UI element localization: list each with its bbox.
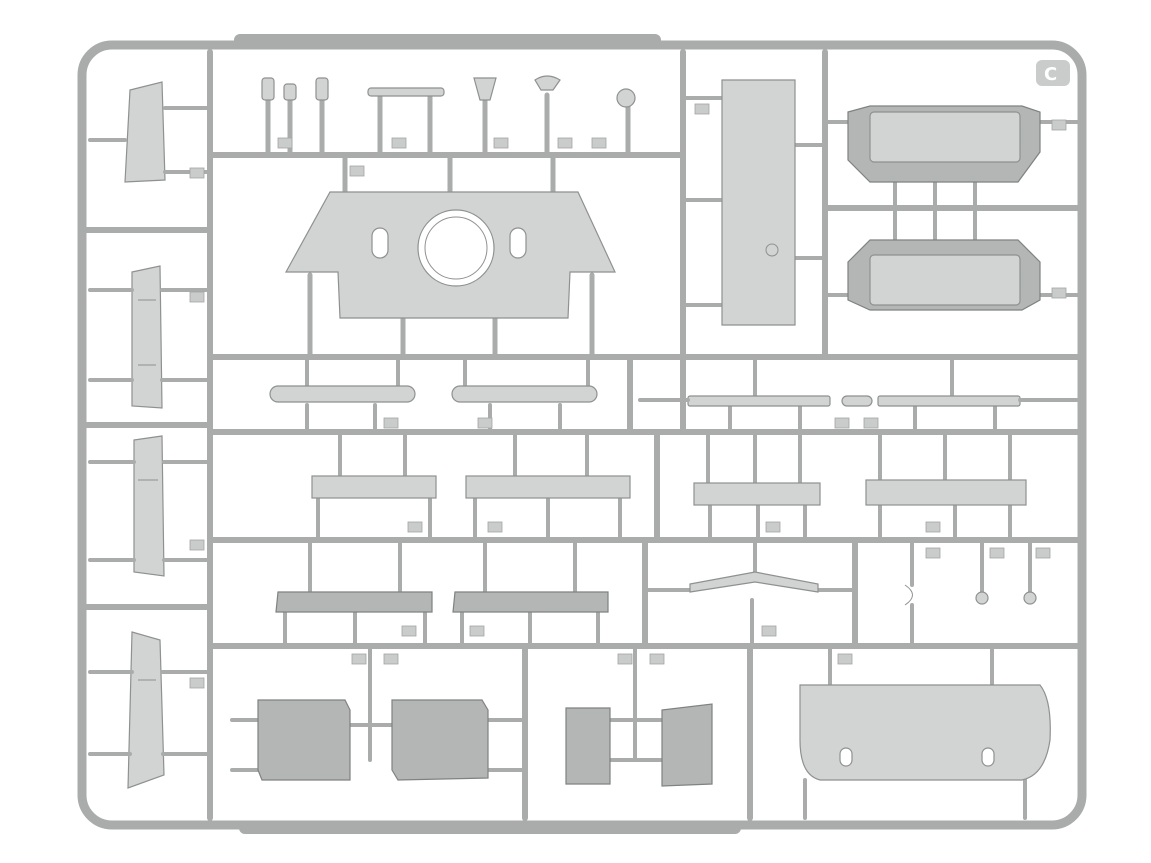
tall-plate — [681, 79, 827, 326]
side-plate-4 — [88, 631, 212, 789]
row5-parts — [275, 538, 1051, 648]
sprue-letter-tag: C — [1036, 60, 1070, 86]
row4-parts — [311, 430, 1027, 542]
outer-runner-thick — [234, 34, 741, 834]
side-plate-1 — [88, 81, 212, 183]
side-plate-2 — [88, 265, 212, 409]
internal-runners — [83, 49, 1081, 821]
hull-plate — [284, 152, 616, 360]
side-plate-3 — [88, 435, 212, 577]
small-parts-row — [261, 75, 636, 158]
engine-deck-1 — [823, 105, 1080, 210]
bottom-row-parts — [230, 644, 1051, 820]
row3-parts — [269, 355, 1080, 434]
engine-deck-2 — [823, 206, 1080, 311]
sprue-letter: C — [1044, 64, 1057, 85]
